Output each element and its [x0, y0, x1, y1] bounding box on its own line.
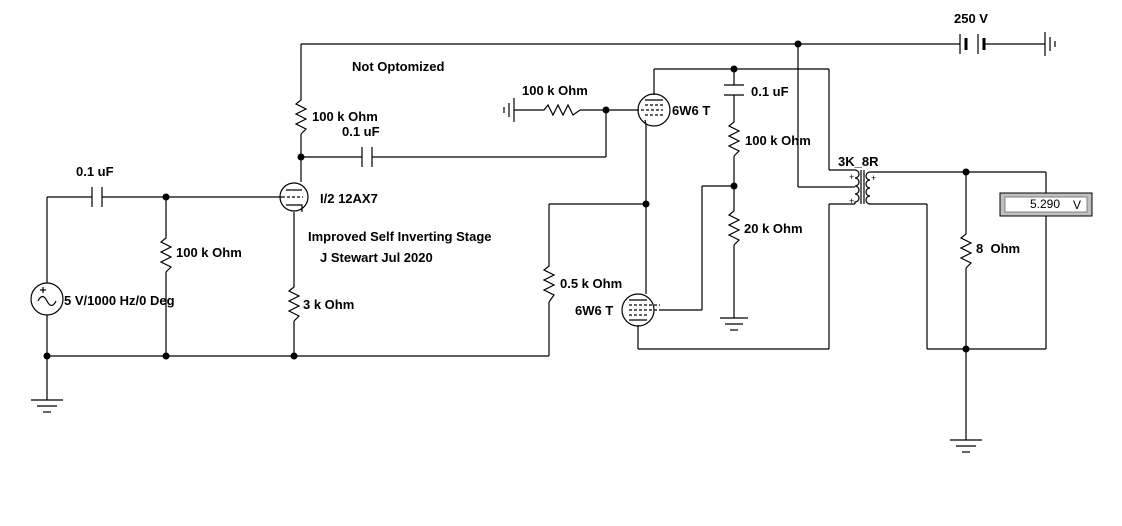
ground-icon	[1044, 32, 1056, 56]
label-c-couple: 0.1 uF	[342, 124, 380, 139]
label-tube-top: 6W6 T	[672, 103, 710, 118]
ground-icon	[720, 317, 748, 331]
transformer-icon: + + +	[849, 169, 876, 206]
ground-icon	[503, 98, 515, 122]
resistor-r-bottom	[542, 262, 556, 303]
junction-dots	[43, 40, 970, 360]
svg-text:+: +	[871, 173, 876, 183]
tube-6w6-top-icon	[636, 93, 671, 127]
label-c-fb: 0.1 uF	[751, 84, 789, 99]
label-r-load: 8 Ohm	[976, 241, 1020, 256]
voltmeter-unit: V	[1073, 198, 1081, 212]
tube-12ax7-icon	[279, 182, 309, 212]
battery-icon	[959, 34, 986, 54]
label-r-fb-bottom: 20 k Ohm	[744, 221, 803, 236]
resistor-r-load	[959, 230, 973, 269]
resistor-r-grid-top	[540, 103, 581, 117]
label-c-input: 0.1 uF	[76, 164, 114, 179]
tube-6w6-bottom-icon	[621, 293, 660, 327]
label-supply: 250 V	[954, 11, 988, 26]
resistor-r-cathode	[287, 283, 301, 322]
ac-source-icon	[30, 282, 64, 316]
svg-text:+: +	[849, 172, 854, 182]
label-tube-bottom: 6W6 T	[575, 303, 613, 318]
wires	[46, 43, 1047, 440]
capacitor-c-fb	[724, 84, 744, 96]
label-tube-pre: I/2 12AX7	[320, 191, 378, 206]
ground-icon	[31, 399, 63, 413]
label-transformer: 3K_8R	[838, 154, 879, 169]
ground-icon	[950, 439, 982, 453]
voltmeter: 5.290 V	[999, 192, 1093, 217]
label-r-plate: 100 k Ohm	[312, 109, 378, 124]
label-r-cathode: 3 k Ohm	[303, 297, 354, 312]
label-r-grid-top: 100 k Ohm	[522, 83, 588, 98]
label-r-bottom: 0.5 k Ohm	[560, 276, 622, 291]
capacitor-c-couple	[361, 147, 373, 167]
resistor-r-fb-bottom	[727, 207, 741, 246]
resistor-r-grid	[159, 234, 173, 273]
subtitle-line1: Improved Self Inverting Stage	[308, 229, 492, 244]
capacitor-c-input	[91, 187, 103, 207]
resistor-r-fb-top	[727, 118, 741, 157]
subtitle-line2: J Stewart Jul 2020	[320, 250, 433, 265]
resistor-r-plate	[294, 96, 308, 135]
label-r-grid: 100 k Ohm	[176, 245, 242, 260]
labels: Not Optomized Improved Self Inverting St…	[64, 11, 1020, 318]
diagram-title: Not Optomized	[352, 59, 444, 74]
voltmeter-reading: 5.290	[1030, 197, 1060, 211]
label-source: 5 V/1000 Hz/0 Deg	[64, 293, 175, 308]
svg-text:+: +	[849, 196, 854, 206]
label-r-fb-top: 100 k Ohm	[745, 133, 811, 148]
